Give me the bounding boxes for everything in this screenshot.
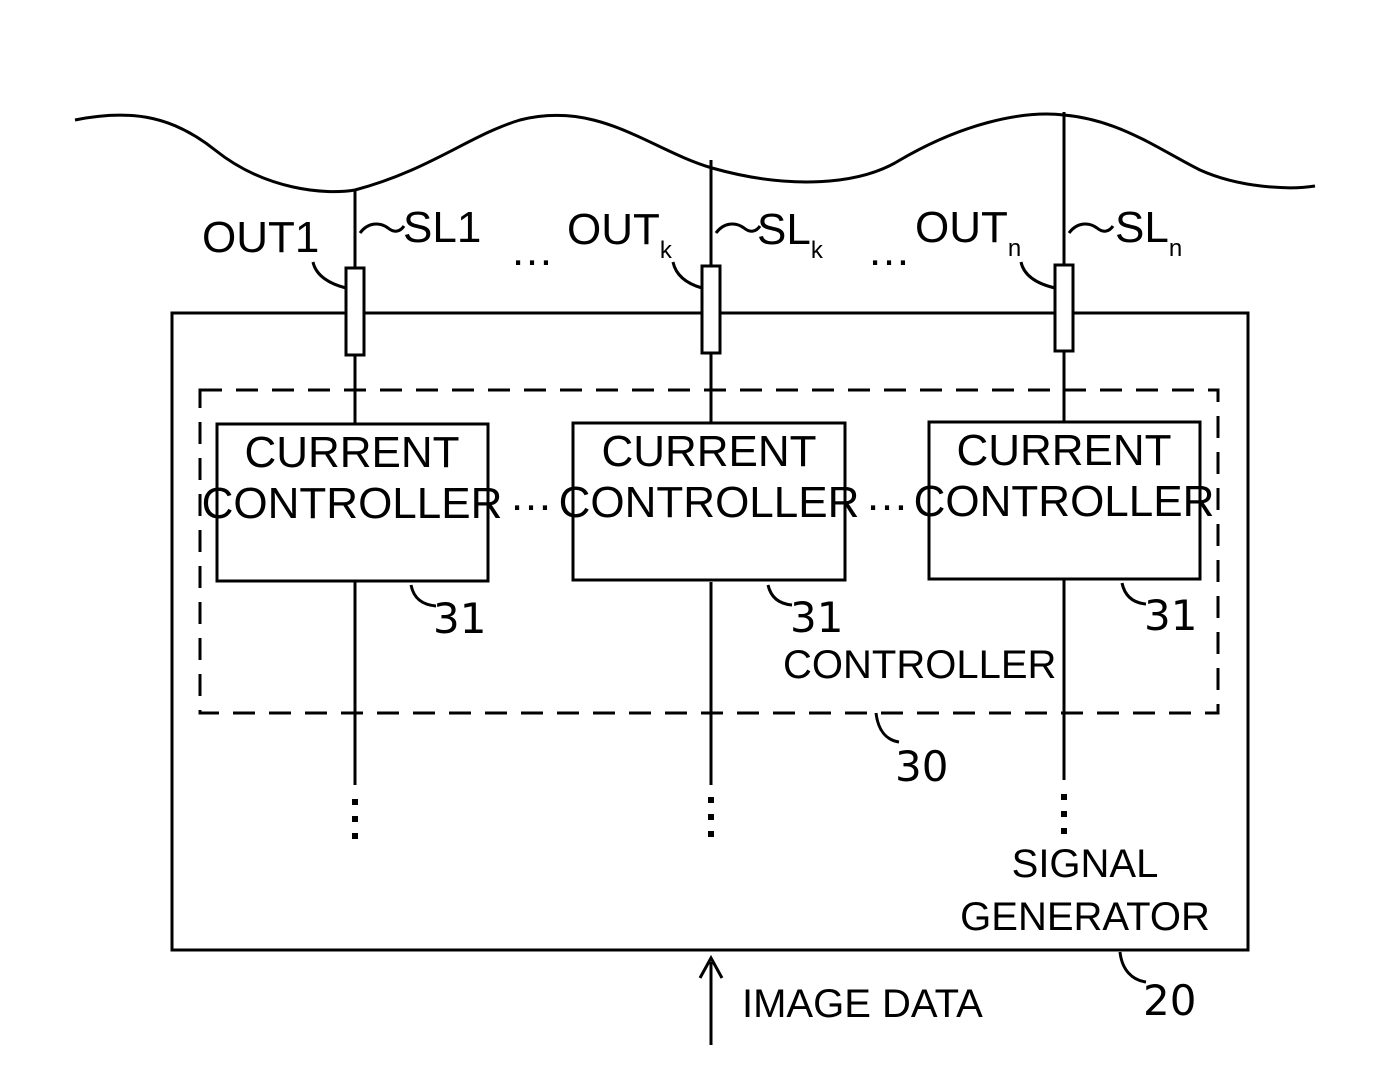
current-controller-n-line1: CURRENT [956,426,1171,475]
output-label-1: OUT1 [202,213,319,262]
ellipsis-outputs-1: … [510,226,554,275]
leader-sl-1 [360,224,404,233]
image-data-label: IMAGE DATA [742,982,983,1026]
continuation-dots-n [1061,794,1067,834]
leader-31-n [1122,583,1146,604]
ellipsis-outputs-2: … [867,226,911,275]
leader-out-1 [313,262,346,288]
signal-generator-line2: GENERATOR [960,895,1210,939]
ellipsis-controllers-1: … [509,471,553,520]
ellipsis-controllers-2: … [865,471,909,520]
current-controller-k-line2: CONTROLLER [559,478,860,527]
ref-30: 30 [895,742,948,791]
leader-sl-k [716,224,760,233]
output-terminal-1 [346,268,364,355]
signal-generator-line1: SIGNAL [1012,842,1159,886]
ref-31-n: 31 [1144,591,1197,640]
output-label-n: OUTn [915,203,1021,262]
continuation-dots-1 [352,799,358,839]
leader-30 [876,713,899,742]
leader-31-k [768,585,792,605]
display-panel-boundary [75,114,1315,192]
signal-line-label-k: SLk [757,205,824,264]
leader-sl-n [1069,224,1113,233]
current-controller-k-line1: CURRENT [601,427,816,476]
leader-out-k [673,262,702,288]
current-controller-1-line1: CURRENT [244,428,459,477]
ref-20: 20 [1143,976,1196,1025]
current-controller-n-line2: CONTROLLER [914,477,1215,526]
continuation-dots-k [708,797,714,837]
controller-label: CONTROLLER [783,643,1056,687]
current-controller-1-line2: CONTROLLER [202,479,503,528]
signal-line-label-n: SLn [1115,203,1182,262]
ref-31-1: 31 [433,594,486,643]
leader-out-n [1021,262,1055,288]
signal-line-label-1: SL1 [403,203,481,252]
ref-31-k: 31 [790,593,843,642]
output-terminal-k [702,266,720,353]
output-label-k: OUTk [567,205,673,264]
output-terminal-n [1055,265,1073,351]
